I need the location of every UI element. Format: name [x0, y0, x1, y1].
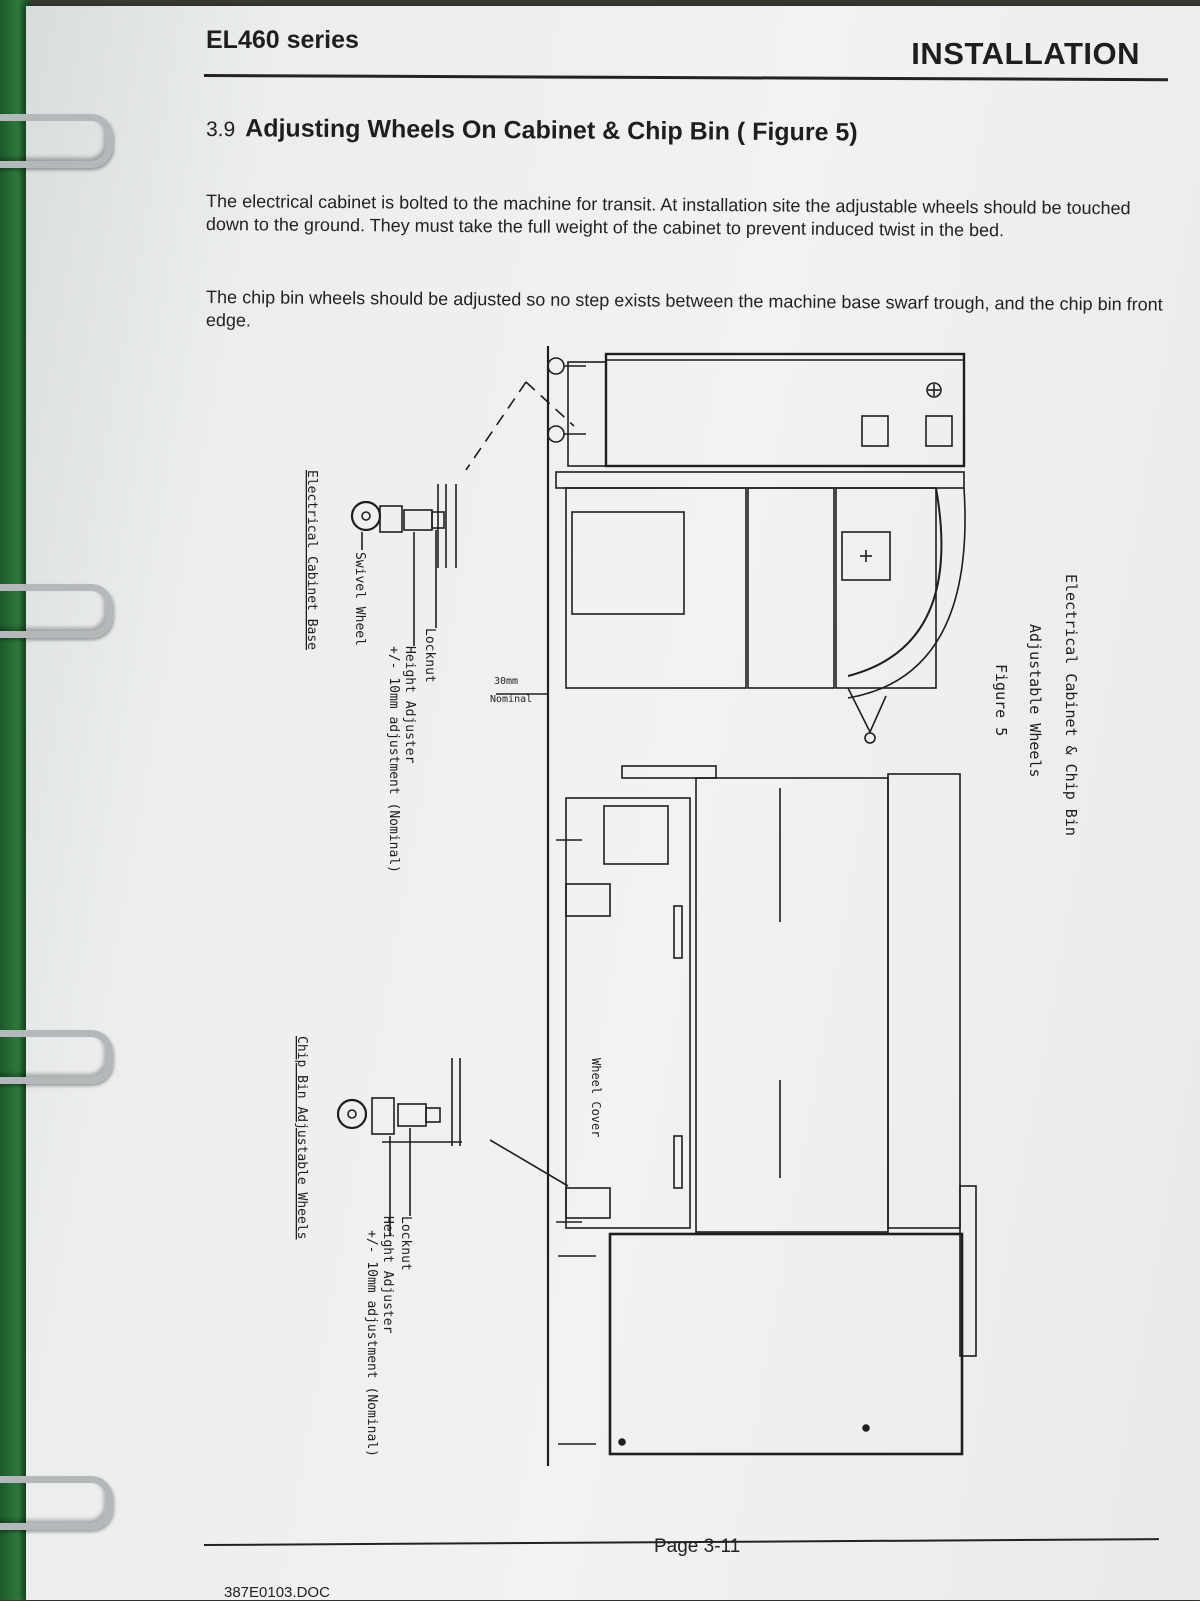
machine-bed [695, 777, 889, 1233]
chip-bin-front [608, 1232, 964, 1456]
header-rule [203, 74, 1168, 82]
manual-page: EL460 series INSTALLATION 3.9 Adjusting W… [26, 6, 1200, 1601]
header-chapter: INSTALLATION [911, 36, 1140, 71]
swivel-wheel-label: Swivel Wheel [352, 552, 367, 646]
cabinet-vent-1 [861, 415, 889, 447]
section-title: Adjusting Wheels On Cabinet & Chip Bin (… [245, 114, 858, 147]
document-reference: 387E0103.DOC [224, 1584, 330, 1601]
page-number: Page 3-11 [654, 1536, 741, 1557]
chipbin-heading: Chip Bin Adjustable Wheels [294, 1036, 309, 1240]
binder-ring-1 [0, 114, 113, 168]
binder-ring-2 [0, 584, 113, 638]
cabinet-body [604, 352, 966, 468]
dimension-value: 30mm [494, 676, 518, 687]
machine-housing-1 [565, 487, 747, 689]
wheel-cover-label: Wheel Cover [589, 1058, 603, 1137]
binder-ring-3 [0, 1030, 113, 1084]
cabinet-base-heading: Electrical Cabinet Base [304, 470, 319, 650]
section-heading: 3.9 Adjusting Wheels On Cabinet & Chip Bi… [206, 114, 858, 148]
binder-ring-4 [0, 1476, 113, 1530]
header-series: EL460 series [206, 26, 359, 54]
chipbin-locknut-label: Locknut [398, 1216, 413, 1271]
figure-title-line1: Electrical Cabinet & Chip Bin [1062, 574, 1080, 836]
figure-title-block: Electrical Cabinet & Chip Bin Adjustable… [992, 574, 1080, 836]
figure-title-line2: Adjustable Wheels [1026, 624, 1044, 778]
section-number: 3.9 [205, 118, 236, 142]
binder-spine [0, 0, 30, 1600]
cabinet-height-adjuster-label: Height Adjuster [402, 646, 417, 764]
paragraph-chip-bin: The chip bin wheels should be adjusted s… [205, 287, 1163, 331]
cabinet-fixing [926, 382, 942, 398]
dimension-note: Nominal [490, 694, 532, 705]
chipbin-adjustment-label: +/- 10mm adjustment (Nominal) [364, 1230, 379, 1457]
cabinet-locknut-label: Locknut [422, 628, 437, 683]
chip-bin-side [565, 797, 691, 1229]
figure-5-drawing: Electrical Cabinet & Chip Bin Adjustable… [294, 346, 1080, 1466]
paragraph-cabinet: The electrical cabinet is bolted to the … [205, 191, 1131, 241]
wheel-cover [565, 1187, 611, 1219]
chipbin-height-adjuster-label: Height Adjuster [380, 1216, 395, 1334]
swivel-wheel-shape [350, 500, 382, 532]
figure-caption: Figure 5 [992, 664, 1010, 736]
cabinet-adjustment-label: +/- 10mm adjustment (Nominal) [386, 646, 401, 873]
cabinet-vent-2 [925, 415, 953, 447]
